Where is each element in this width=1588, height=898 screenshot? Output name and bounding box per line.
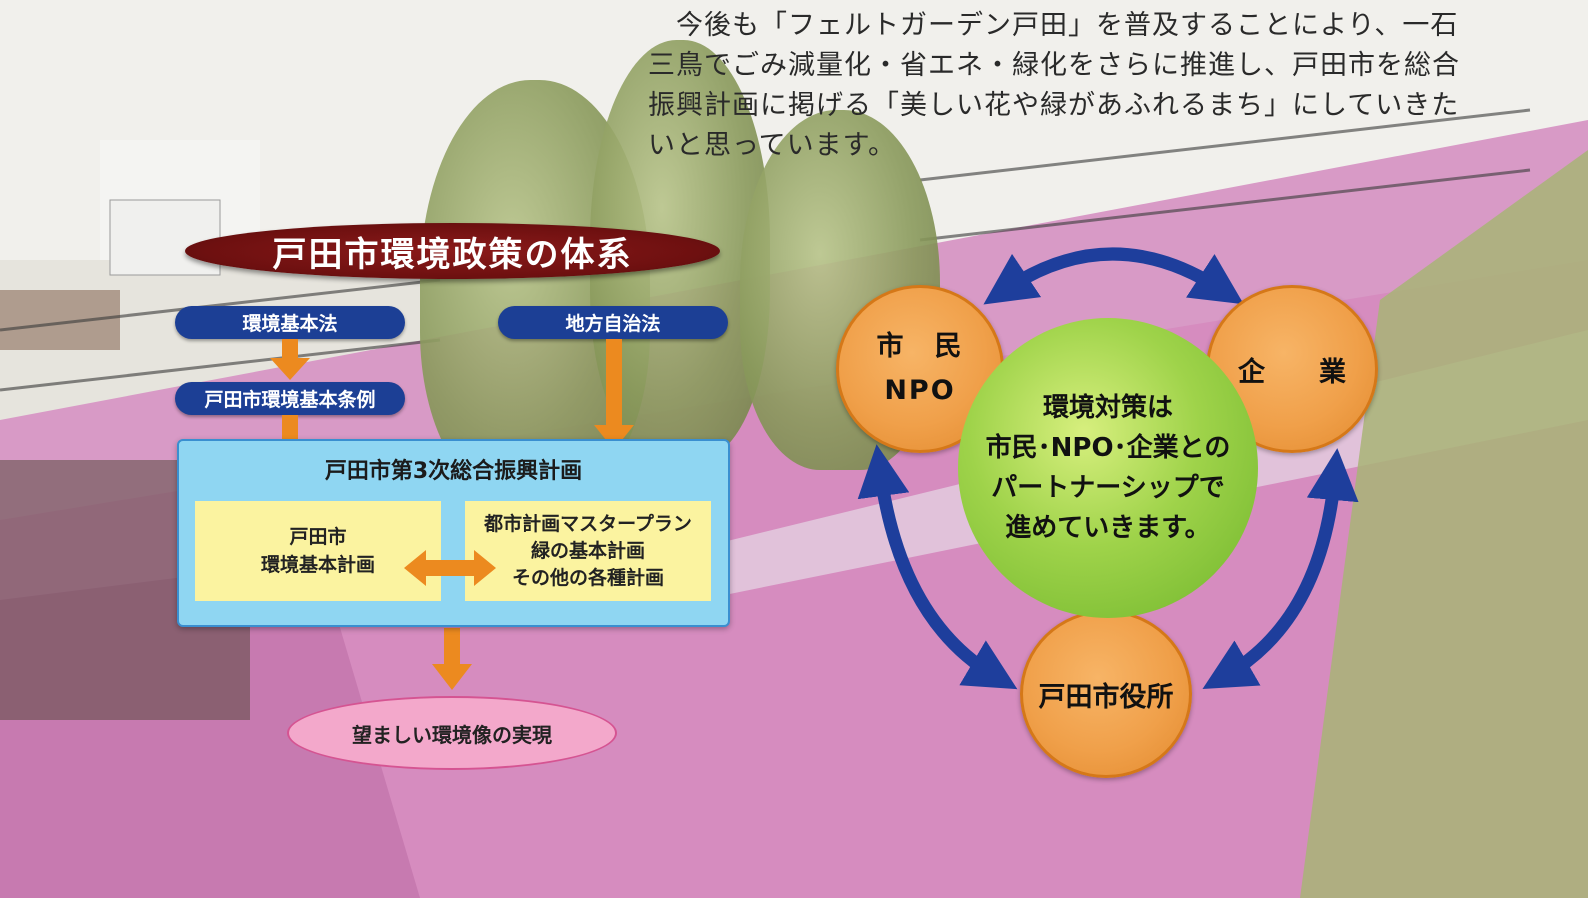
center-text-line: 環境対策は [1042, 393, 1173, 423]
other-plans-box: 都市計画マスタープラン 緑の基本計画 その他の各種計画 [465, 501, 711, 601]
down-arrow [594, 339, 634, 450]
center-text-line: 市民･NPO･企業との [985, 433, 1231, 463]
other-plans-line: その他の各種計画 [511, 566, 664, 589]
partnership-center-circle: 環境対策は 市民･NPO･企業との パートナーシップで 進めていきます。 [958, 318, 1258, 618]
env-basic-plan-line: 戸田市 [289, 526, 347, 548]
down-arrow [432, 628, 472, 690]
cycle-arrow-left [857, 444, 1018, 690]
env-basic-plan-line: 環境基本計画 [260, 554, 375, 576]
cycle-arrow-top [983, 247, 1244, 305]
down-arrow [270, 339, 310, 380]
npo-label: NPO [884, 375, 956, 406]
center-text-line: 進めていきます。 [1005, 513, 1211, 543]
other-plans-line: 緑の基本計画 [530, 539, 645, 562]
cycle-arrow-right [1202, 448, 1359, 690]
master-plan-box: 戸田市第3次総合振興計画 戸田市 環境基本計画 都市計画マスタープラン 緑の基本… [177, 439, 730, 627]
basic-law-label: 環境基本法 [175, 306, 405, 339]
local-law-label: 地方自治法 [498, 306, 728, 339]
other-plans-line: 都市計画マスタープラン [484, 512, 692, 535]
env-basic-plan-box: 戸田市 環境基本計画 [195, 501, 441, 601]
ordinance-label: 戸田市環境基本条例 [175, 382, 405, 415]
double-arrow [404, 550, 496, 586]
intro-paragraph: 今後も「フェルトガーデン戸田」を普及することにより、一石三鳥でごみ減量化・省エネ… [648, 10, 1460, 161]
city-hall-circle: 戸田市役所 [1020, 610, 1192, 778]
diagram-title: 戸田市環境政策の体系 [185, 223, 720, 279]
center-text-line: パートナーシップで [991, 473, 1225, 503]
master-plan-title: 戸田市第3次総合振興計画 [324, 459, 583, 484]
goal-ellipse: 望ましい環境像の実現 [287, 696, 617, 770]
citizens-label: 市 民 [876, 331, 964, 362]
